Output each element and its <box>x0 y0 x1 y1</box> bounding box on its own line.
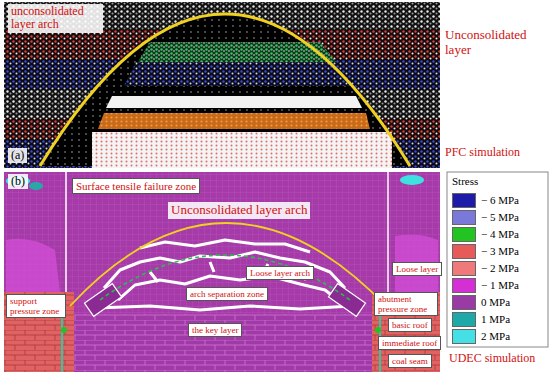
legend-text: − 5 MPa <box>481 211 519 223</box>
legend-text: − 1 MPa <box>481 279 519 291</box>
legend-swatch <box>452 227 476 242</box>
layer-label: Loose layer <box>392 262 442 276</box>
legend-swatch <box>452 329 476 344</box>
legend-swatch <box>452 261 476 276</box>
legend-frame <box>447 172 548 347</box>
legend-swatch <box>452 295 476 310</box>
legend-text: − 4 MPa <box>481 228 519 240</box>
method-label: UDEC simulation <box>449 352 535 365</box>
legend-text: − 6 MPa <box>481 194 519 206</box>
legend-swatch <box>452 193 476 208</box>
legend-text: 2 MPa <box>481 330 510 342</box>
legend-swatch <box>452 312 476 327</box>
legend-swatch <box>452 244 476 259</box>
layer-label: Unconsolidated layer <box>445 28 547 57</box>
pfc-panel <box>4 2 440 168</box>
method-label: PFC simulation <box>445 146 520 159</box>
legend-text: − 2 MPa <box>481 262 519 274</box>
legend-text: 0 MPa <box>481 296 510 308</box>
panel-tag: (b) <box>8 174 28 189</box>
arch-label: Unconsolidated layer arch <box>168 202 310 219</box>
panel-tag: (a) <box>8 148 27 163</box>
panel-label: unconsolidated layer arch <box>8 4 103 33</box>
udec-panel <box>4 172 440 372</box>
stratum-label: immediate roof <box>378 336 441 350</box>
legend-text: − 3 MPa <box>481 245 519 257</box>
zone-label: support pressure zone <box>6 294 66 318</box>
stratum-label: coal seam <box>388 354 432 368</box>
stratum-label: the key layer <box>188 323 242 337</box>
legend-title: Stress <box>452 175 478 187</box>
legend-swatch <box>452 278 476 293</box>
zone-label: arch separation zone <box>186 287 268 301</box>
legend-text: 1 MPa <box>481 313 510 325</box>
zone-label: abutment pressure zone <box>374 292 438 316</box>
arch-label: Loose layer arch <box>246 266 314 280</box>
legend-swatch <box>452 210 476 225</box>
stratum-label: basic roof <box>388 318 432 332</box>
zone-label: Surface tensile failure zone <box>72 178 200 194</box>
